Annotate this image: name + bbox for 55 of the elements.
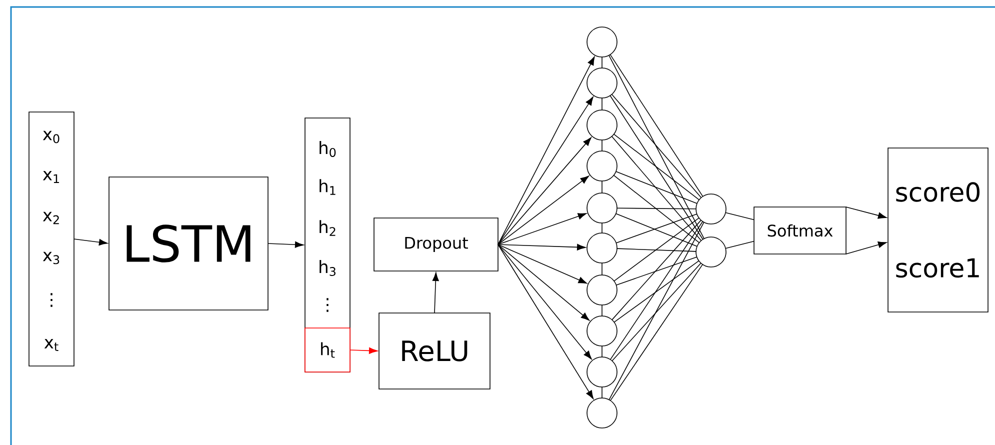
neuron-circle — [586, 150, 618, 182]
input-column-box: x$_{0}$ x$_{1}$ x$_{2}$ x$_{3}$ ⋮ x$_{t}$ — [28, 112, 74, 366]
connector-line — [610, 95, 704, 240]
arrow — [498, 56, 595, 245]
neuron-circle — [696, 194, 726, 224]
connector-line — [611, 94, 702, 198]
arrow — [498, 244, 588, 284]
connector-line — [725, 240, 754, 249]
arrow — [498, 244, 590, 321]
neuron-circle — [586, 26, 618, 58]
connector-line — [611, 136, 702, 242]
arrow — [498, 176, 590, 245]
output-box: score0 score1 — [888, 148, 988, 312]
arrow — [74, 238, 108, 246]
arrow — [498, 244, 592, 360]
highlighted-cell: h$_{t}$ — [304, 328, 350, 372]
connector-line — [612, 220, 702, 320]
arrow — [432, 272, 439, 314]
connector-line — [613, 174, 700, 244]
connector-line — [614, 134, 700, 200]
neuron-circle — [586, 356, 618, 388]
arrow — [498, 137, 592, 245]
arrow — [350, 347, 378, 354]
connector-line — [612, 262, 702, 362]
neuron-circle — [586, 316, 618, 346]
neuron-circle — [586, 68, 618, 98]
connector-line — [610, 264, 703, 401]
connector-line — [614, 218, 700, 282]
connector-line — [616, 208, 696, 210]
connector-line — [616, 171, 698, 204]
neuron-circle — [696, 236, 726, 268]
neuron-circle — [586, 232, 618, 264]
connector-line — [610, 54, 704, 197]
neuron-circle — [586, 192, 618, 224]
connector-line — [614, 260, 700, 323]
arrow — [846, 242, 887, 254]
connector-line — [608, 54, 704, 240]
process-box: ReLU — [378, 312, 490, 390]
arrow — [498, 244, 594, 400]
neuron-circle — [586, 274, 618, 306]
neuron-circle — [586, 398, 618, 428]
connector-line — [610, 221, 704, 360]
arrow — [498, 96, 594, 245]
process-box: Softmax — [754, 206, 846, 254]
connector-line — [616, 248, 696, 252]
arrow — [498, 244, 586, 250]
connector-line — [608, 222, 704, 400]
arrow — [268, 241, 304, 248]
process-box: LSTM — [108, 176, 268, 310]
neuron-circle — [586, 110, 618, 140]
connector-line — [725, 212, 754, 220]
arrow — [498, 213, 587, 245]
connector-line — [616, 256, 698, 286]
process-box: Dropout — [374, 218, 498, 272]
arrow — [846, 206, 887, 219]
